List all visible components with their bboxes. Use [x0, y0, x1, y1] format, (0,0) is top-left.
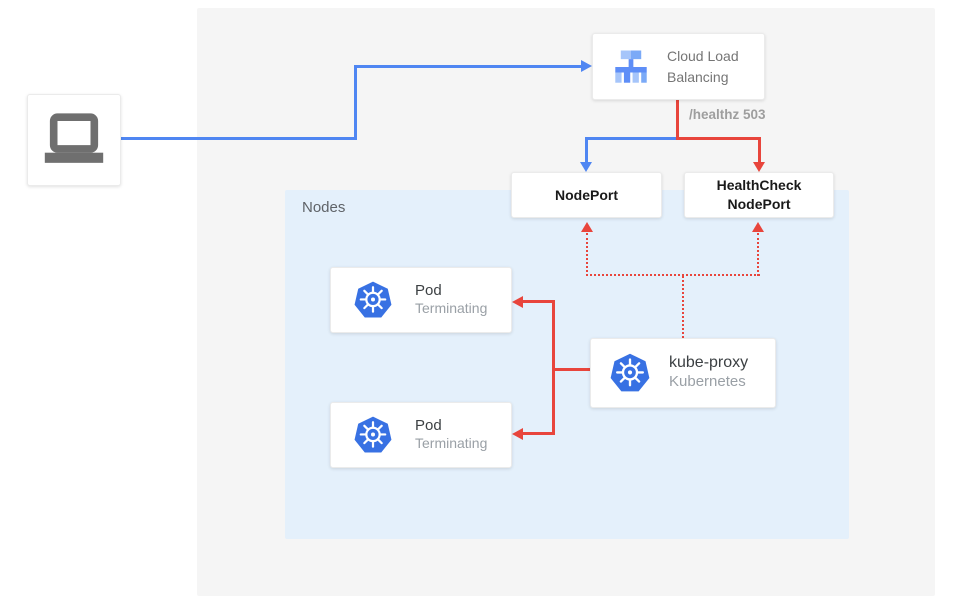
client-node [27, 94, 121, 186]
nodeport-node: NodePort [511, 172, 662, 218]
connector-junction-right-red [676, 137, 761, 140]
connector-kube-proxy-left [552, 368, 590, 371]
arrowhead-into-healthcheck-nodeport [753, 162, 765, 172]
kubernetes-icon [353, 415, 393, 455]
pod-2-status: Terminating [415, 435, 488, 452]
pod-1-node: Pod Terminating [330, 267, 512, 333]
pod-1-title: Pod [415, 282, 442, 300]
connector-client-to-clb-h2 [354, 65, 582, 68]
healthcheck-nodeport-label: HealthCheck NodePort [716, 177, 802, 212]
kubernetes-icon [609, 352, 651, 394]
pod-1-status: Terminating [415, 300, 488, 317]
arrowhead-into-clb [581, 60, 592, 72]
arrowhead-into-pod-1 [512, 296, 523, 308]
connector-to-nodeport [585, 137, 588, 164]
connector-clb-down [676, 100, 679, 140]
arrowhead-dotted-into-healthcheck-nodeport [752, 222, 764, 232]
dotted-to-healthcheck-nodeport [757, 233, 759, 276]
nodeport-label: NodePort [555, 186, 618, 203]
cloud-load-balancing-node: Cloud Load Balancing [592, 33, 765, 100]
connector-to-pod-1 [523, 300, 552, 303]
arrowhead-dotted-into-nodeport [581, 222, 593, 232]
kube-proxy-subtitle: Kubernetes [669, 372, 746, 390]
connector-junction-left-blue [585, 137, 677, 140]
dotted-to-nodeport [586, 233, 588, 276]
laptop-icon [41, 112, 107, 168]
dotted-horizontal [586, 274, 760, 276]
arrowhead-into-pod-2 [512, 428, 523, 440]
nodes-area-label: Nodes [302, 199, 346, 216]
connector-to-pod-2 [523, 432, 552, 435]
connector-to-healthcheck-nodeport [758, 137, 761, 164]
dotted-kube-proxy-up [682, 276, 684, 338]
connector-client-to-clb-v [354, 65, 357, 140]
healthz-503-label: /healthz 503 [689, 107, 766, 122]
kubernetes-icon [353, 280, 393, 320]
kube-proxy-node: kube-proxy Kubernetes [590, 338, 776, 408]
cloud-load-balancing-icon [609, 47, 653, 87]
healthcheck-nodeport-node: HealthCheck NodePort [684, 172, 834, 218]
pod-2-title: Pod [415, 417, 442, 435]
connector-pods-vertical [552, 300, 555, 435]
kube-proxy-title: kube-proxy [669, 353, 749, 371]
connector-client-to-clb-h1 [120, 137, 356, 140]
pod-2-node: Pod Terminating [330, 402, 512, 468]
cloud-load-balancing-label: Cloud Load Balancing [667, 48, 739, 85]
arrowhead-into-nodeport [580, 162, 592, 172]
